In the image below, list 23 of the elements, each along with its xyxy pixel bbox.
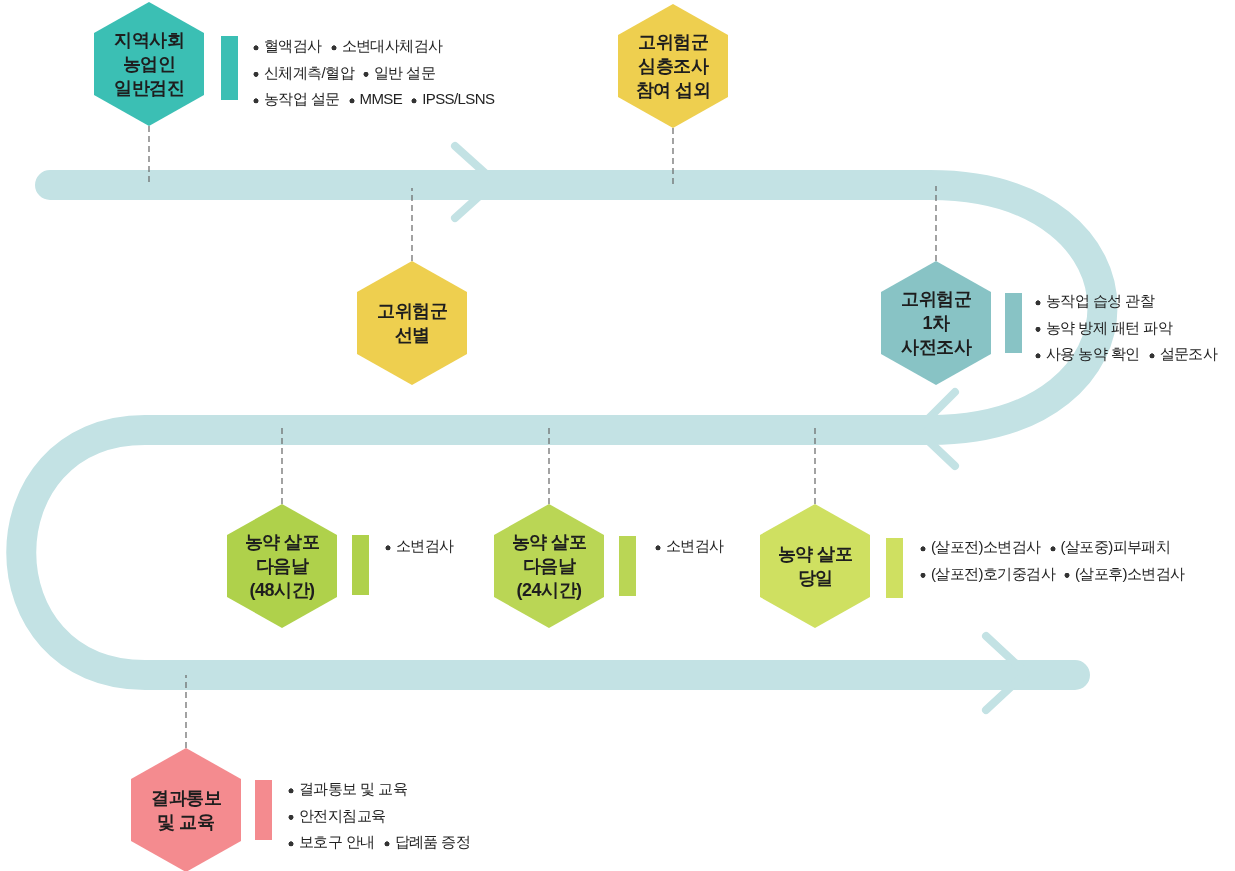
step-hexagon bbox=[618, 4, 728, 128]
leader-line bbox=[281, 427, 283, 505]
leader-line bbox=[411, 187, 413, 262]
step-label: 농약 살포 다음날 (24시간) bbox=[510, 531, 588, 602]
leader-line bbox=[185, 674, 187, 749]
step-label: 결과통보 및 교육 bbox=[150, 787, 222, 834]
leader-line bbox=[548, 427, 550, 505]
step-label: 농약 살포 다음날 (48시간) bbox=[243, 531, 321, 602]
step-hexagon bbox=[760, 504, 870, 628]
step-label: 고위험군 선별 bbox=[376, 300, 448, 347]
step-label: 고위험군 1차 사전조사 bbox=[900, 288, 973, 359]
leader-line bbox=[672, 127, 674, 187]
step-hexagon bbox=[494, 504, 604, 628]
step-label: 농약 살포 당일 bbox=[776, 543, 854, 590]
leader-line bbox=[814, 427, 816, 505]
step-hexagon bbox=[227, 504, 337, 628]
leader-line bbox=[935, 185, 937, 262]
step-hexagon bbox=[881, 261, 991, 385]
step-hexagon bbox=[357, 261, 467, 385]
step-label: 지역사회 농업인 일반검진 bbox=[113, 29, 185, 100]
step-label: 고위험군 심층조사 참여 섭외 bbox=[634, 31, 712, 102]
step-hexagon bbox=[94, 2, 204, 126]
step-hexagon bbox=[131, 748, 241, 871]
